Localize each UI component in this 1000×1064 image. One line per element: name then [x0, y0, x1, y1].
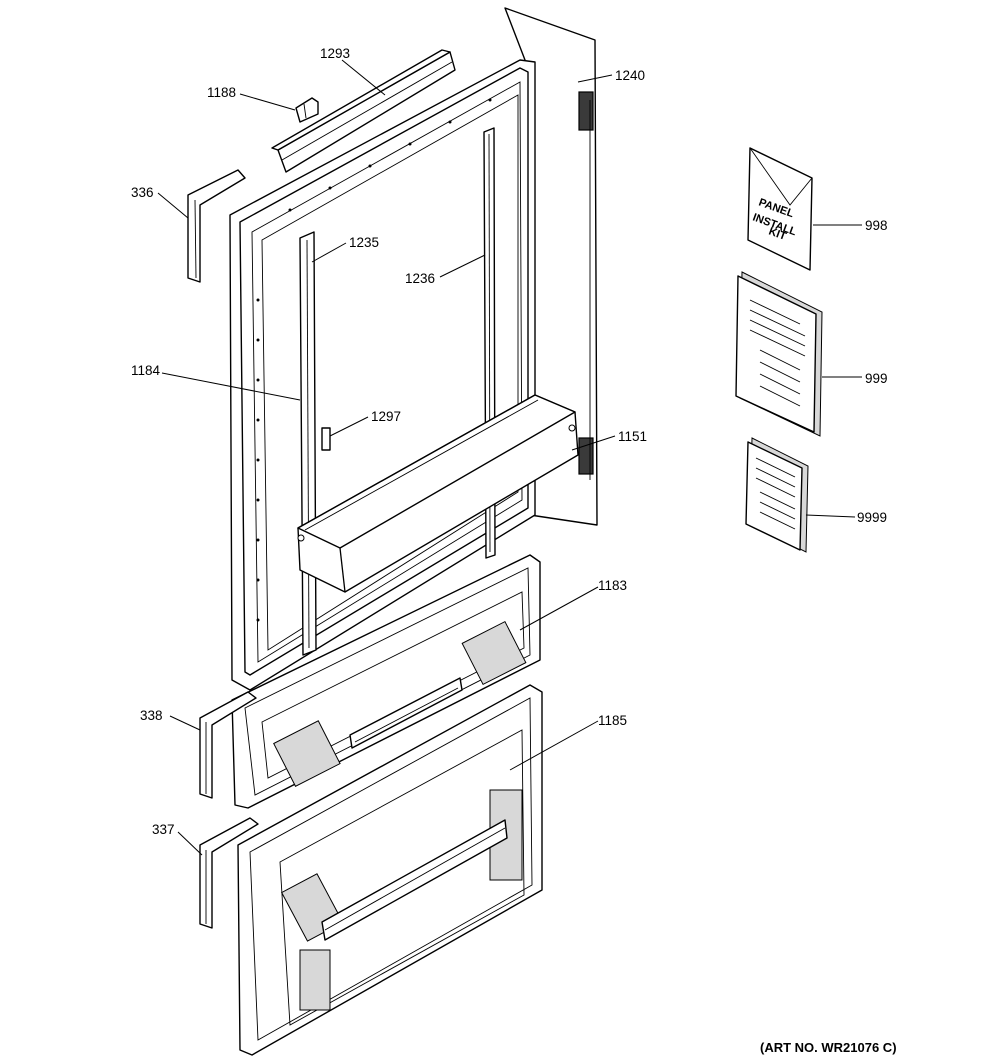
callout-1240: 1240	[615, 68, 645, 83]
gasket-dots	[256, 98, 492, 622]
callout-1293: 1293	[320, 46, 350, 61]
bottom-drawer-panel	[237, 684, 543, 1056]
top-trim-1293	[271, 49, 456, 173]
manual-999-lines	[749, 299, 806, 407]
callout-1184: 1184	[131, 363, 161, 378]
art-number: (ART NO. WR21076 C)	[760, 1040, 897, 1055]
callout-338: 338	[140, 708, 163, 723]
callout-1151: 1151	[618, 429, 647, 444]
middle-drawer-panel	[231, 554, 541, 809]
callout-1297: 1297	[371, 409, 401, 424]
door-bin	[297, 394, 579, 593]
manual-9999-lines	[755, 457, 796, 530]
kit-label-line3: KIT	[767, 226, 788, 243]
manual-999	[735, 271, 823, 437]
manual-9999	[745, 437, 809, 553]
callout-1185: 1185	[598, 713, 627, 728]
callout-337: 337	[152, 822, 175, 837]
callout-1235: 1235	[349, 235, 379, 250]
side-trim-337	[199, 817, 259, 929]
clip-1297	[321, 427, 331, 451]
callout-1183: 1183	[598, 578, 627, 593]
side-trim-336	[187, 169, 246, 283]
side-trim-338	[199, 691, 257, 799]
leader-lines	[157, 59, 862, 856]
callout-1188: 1188	[207, 85, 236, 100]
callout-9999: 9999	[857, 510, 887, 525]
left-vertical-rail	[299, 231, 317, 656]
callout-999: 999	[865, 371, 888, 386]
callout-1236: 1236	[405, 271, 435, 286]
callout-998: 998	[865, 218, 888, 233]
panel-install-kit-envelope: PANEL INSTALL KIT	[747, 147, 813, 271]
callout-336: 336	[131, 185, 154, 200]
callout-labels: 1293 1188 1240 336 1235 1236 1184 1297 1…	[131, 46, 888, 837]
cap-1188	[295, 97, 319, 123]
